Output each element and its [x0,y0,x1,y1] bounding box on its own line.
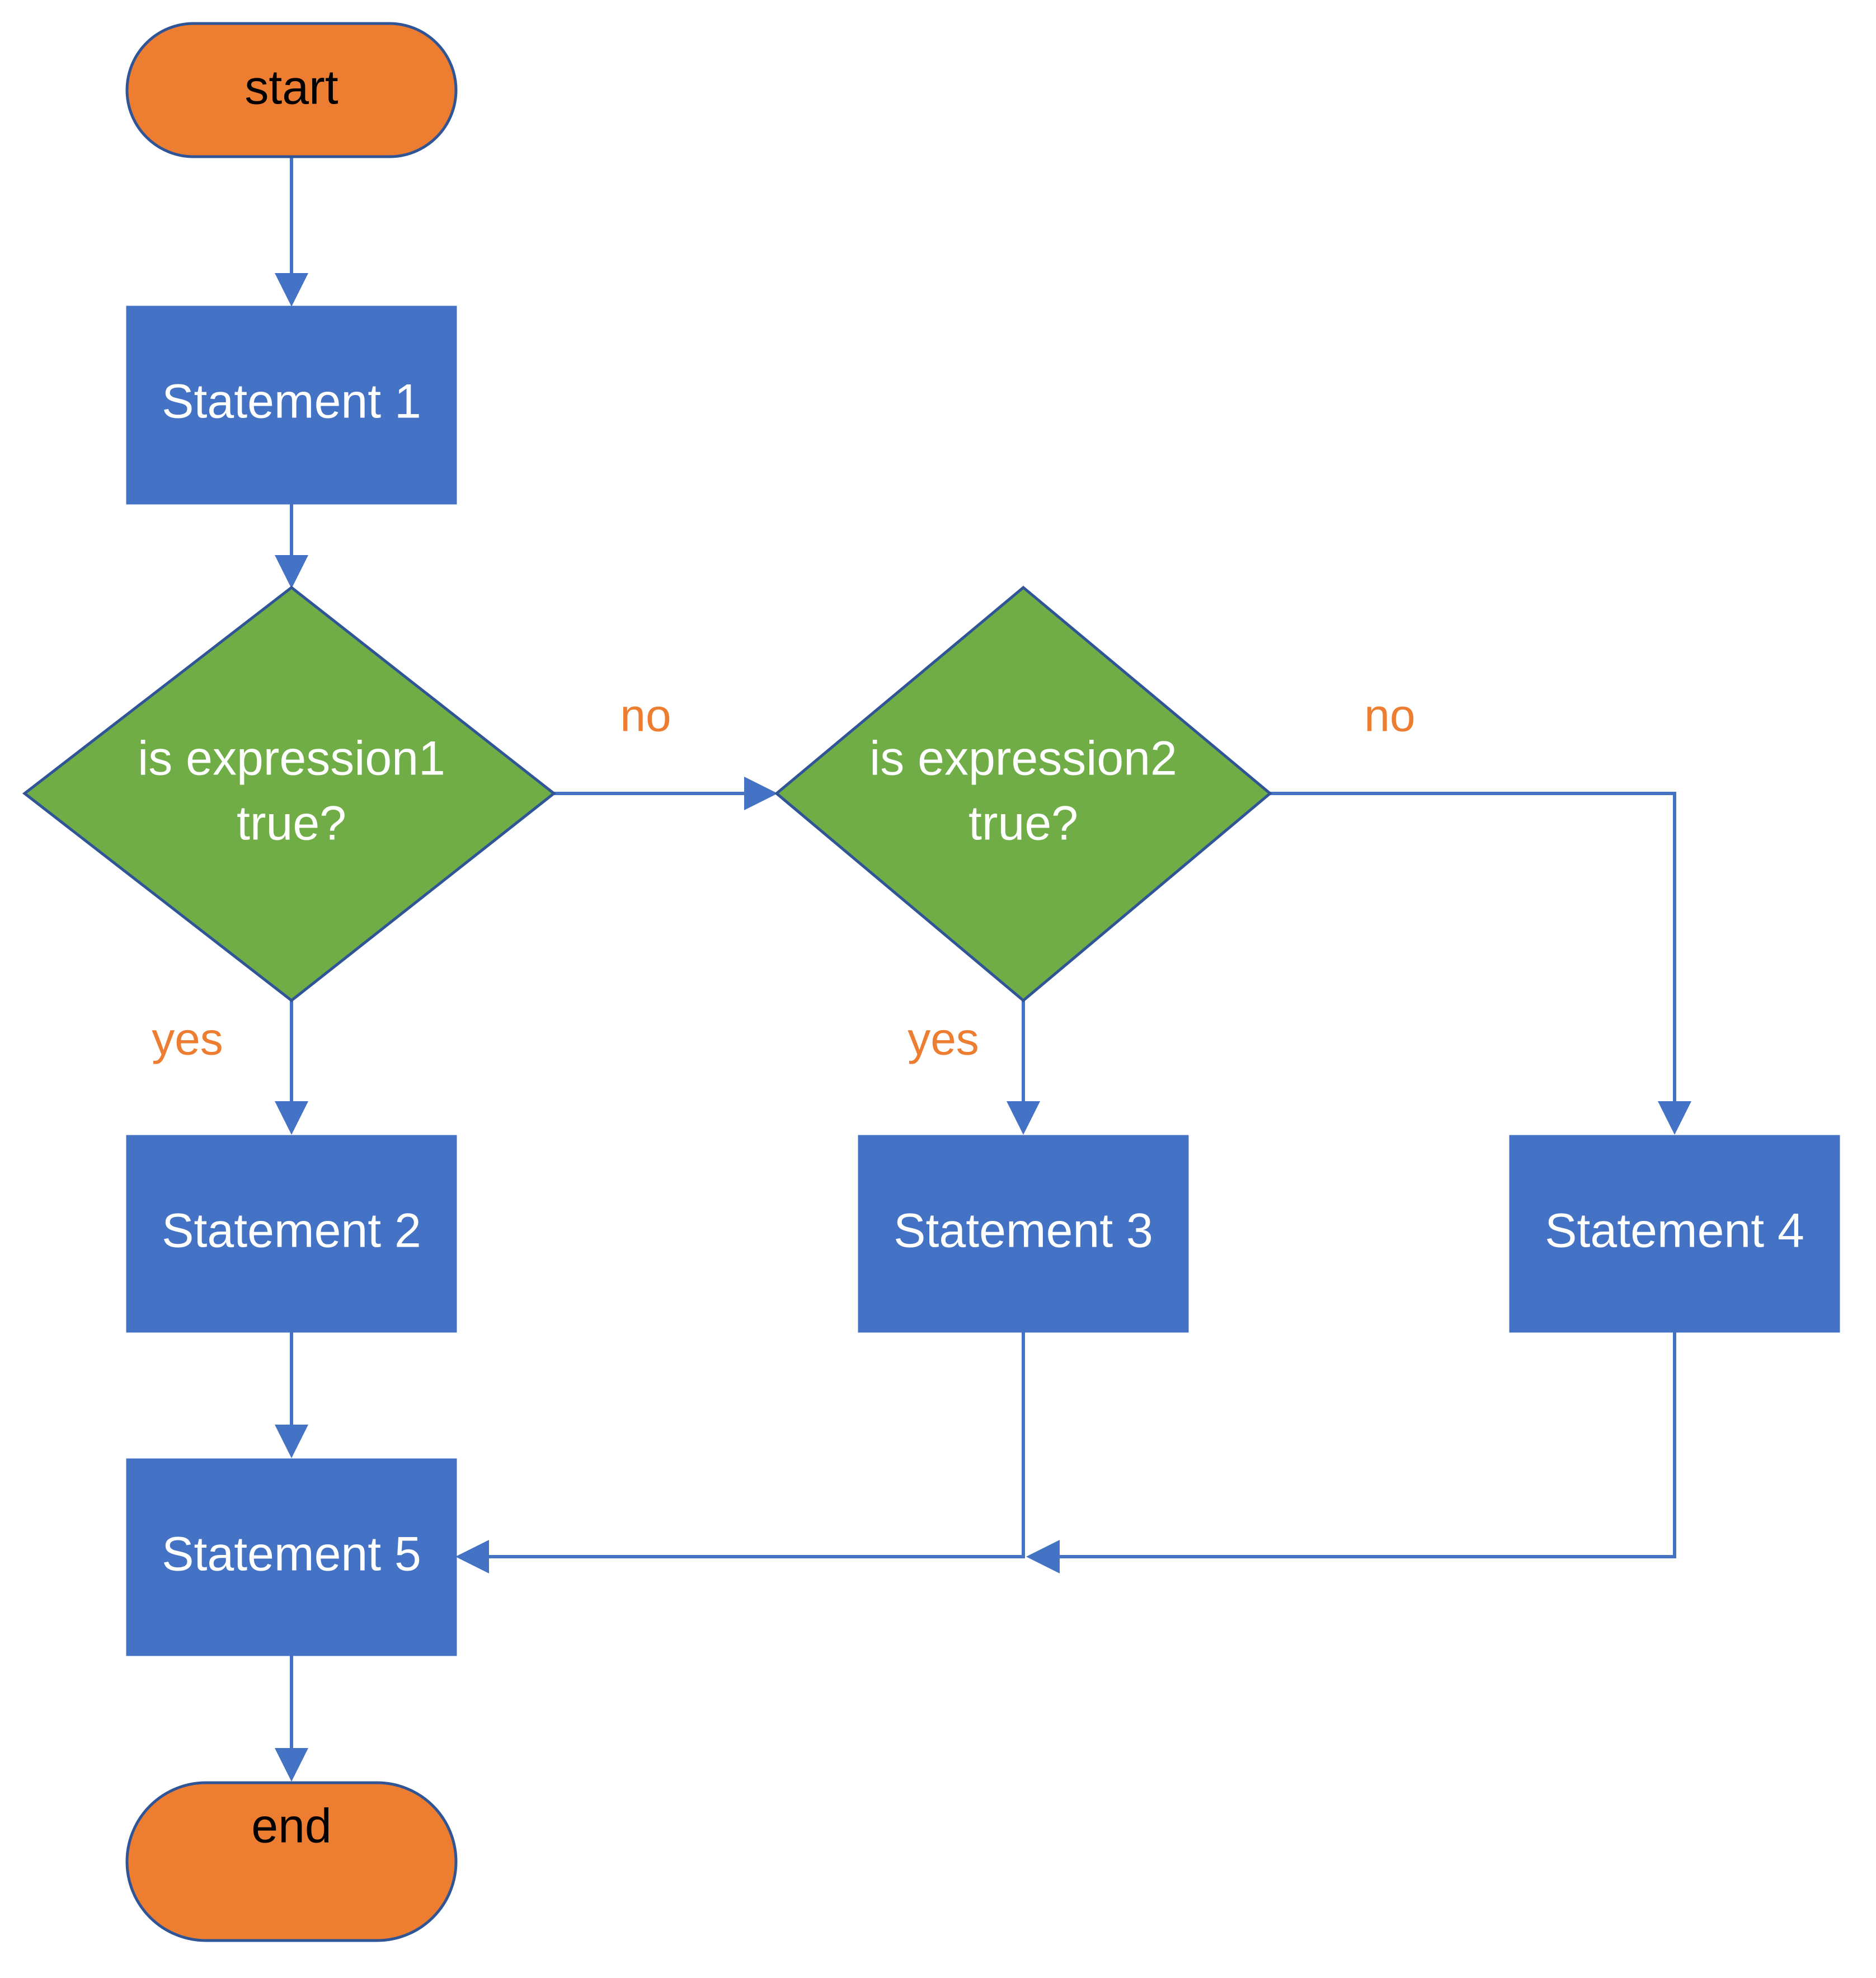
decision2-yes-label: yes [908,1014,979,1065]
connector-statement4-to-merge [1026,1332,1676,1573]
statement4-shape [1509,1135,1840,1333]
decision2-line2: true? [968,797,1078,851]
connector-decision2-no-to-statement4 [1270,792,1691,1135]
edge-labels: no no yes yes [152,690,1415,1065]
decision2-diamond: is expression2 true? [774,585,1272,1003]
decision2-no-label: no [1364,690,1415,741]
statement3-box: Statement 3 [858,1135,1189,1333]
decision1-yes-label: yes [152,1014,223,1065]
statement5-shape [126,1458,457,1656]
decision1-line2: true? [237,797,346,851]
statement2-label: Statement 2 [162,1204,421,1258]
connector-statement3-to-statement5 [455,1332,1025,1573]
end-terminal-label: end [251,1800,332,1853]
connectors [275,157,1691,1782]
decision2-shape [774,585,1272,1003]
statement5-box: Statement 5 [126,1458,457,1656]
statement2-box: Statement 2 [126,1135,457,1333]
start-terminal-label: start [245,61,338,115]
statement4-box: Statement 4 [1509,1135,1840,1333]
start-terminal: start [125,22,458,158]
start-terminal-shape [125,22,458,158]
statement2-shape [126,1135,457,1333]
statement1-box: Statement 1 [126,306,457,505]
decision1-line1: is expression1 [138,732,445,786]
decision1-diamond: is expression1 true? [22,585,557,1003]
statement4-label: Statement 4 [1545,1204,1804,1258]
decision1-shape [22,585,557,1003]
statement1-label: Statement 1 [162,375,421,429]
decision2-line1: is expression2 [869,732,1177,786]
statement3-label: Statement 3 [894,1204,1153,1258]
end-terminal: end [125,1781,458,1942]
statement1-shape [126,306,457,505]
statement3-shape [858,1135,1189,1333]
decision1-no-label: no [620,690,671,741]
statement5-label: Statement 5 [162,1528,421,1581]
end-terminal-shape [125,1781,458,1942]
